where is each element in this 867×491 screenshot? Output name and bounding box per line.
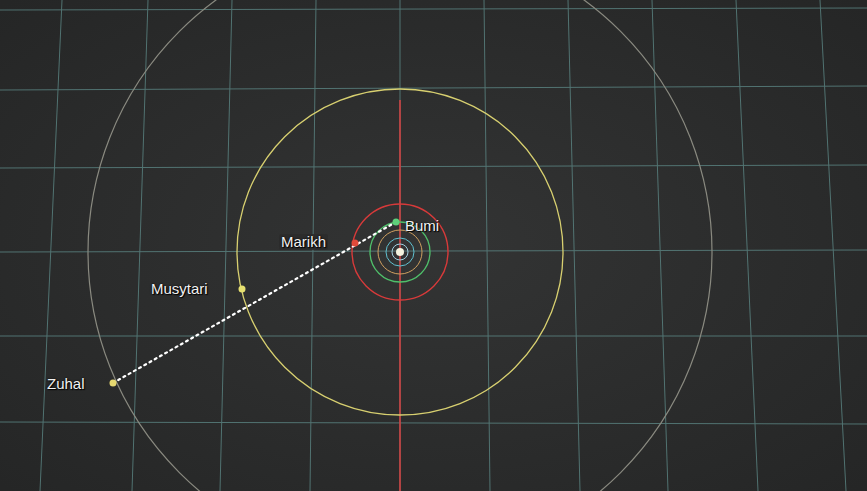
- reference-axis: [399, 100, 401, 491]
- mercury-orbit: [386, 238, 414, 266]
- mars-orbit: [352, 204, 448, 300]
- planet-label: Marikh: [279, 234, 328, 250]
- planet-label: Zuhal: [45, 376, 87, 392]
- alignment-line: [113, 222, 396, 383]
- saturn-dot: [110, 380, 117, 387]
- inner-orbit: [392, 244, 408, 260]
- earth-dot: [393, 219, 400, 226]
- planet-label: Bumi: [403, 218, 441, 234]
- jupiter-dot: [239, 286, 246, 293]
- planet-label: Musytari: [149, 281, 210, 297]
- mars-dot: [352, 240, 359, 247]
- jupiter-orbit: [237, 89, 563, 415]
- venus-orbit: [378, 230, 422, 274]
- sun: [396, 248, 404, 256]
- saturn-orbit: [88, 0, 712, 491]
